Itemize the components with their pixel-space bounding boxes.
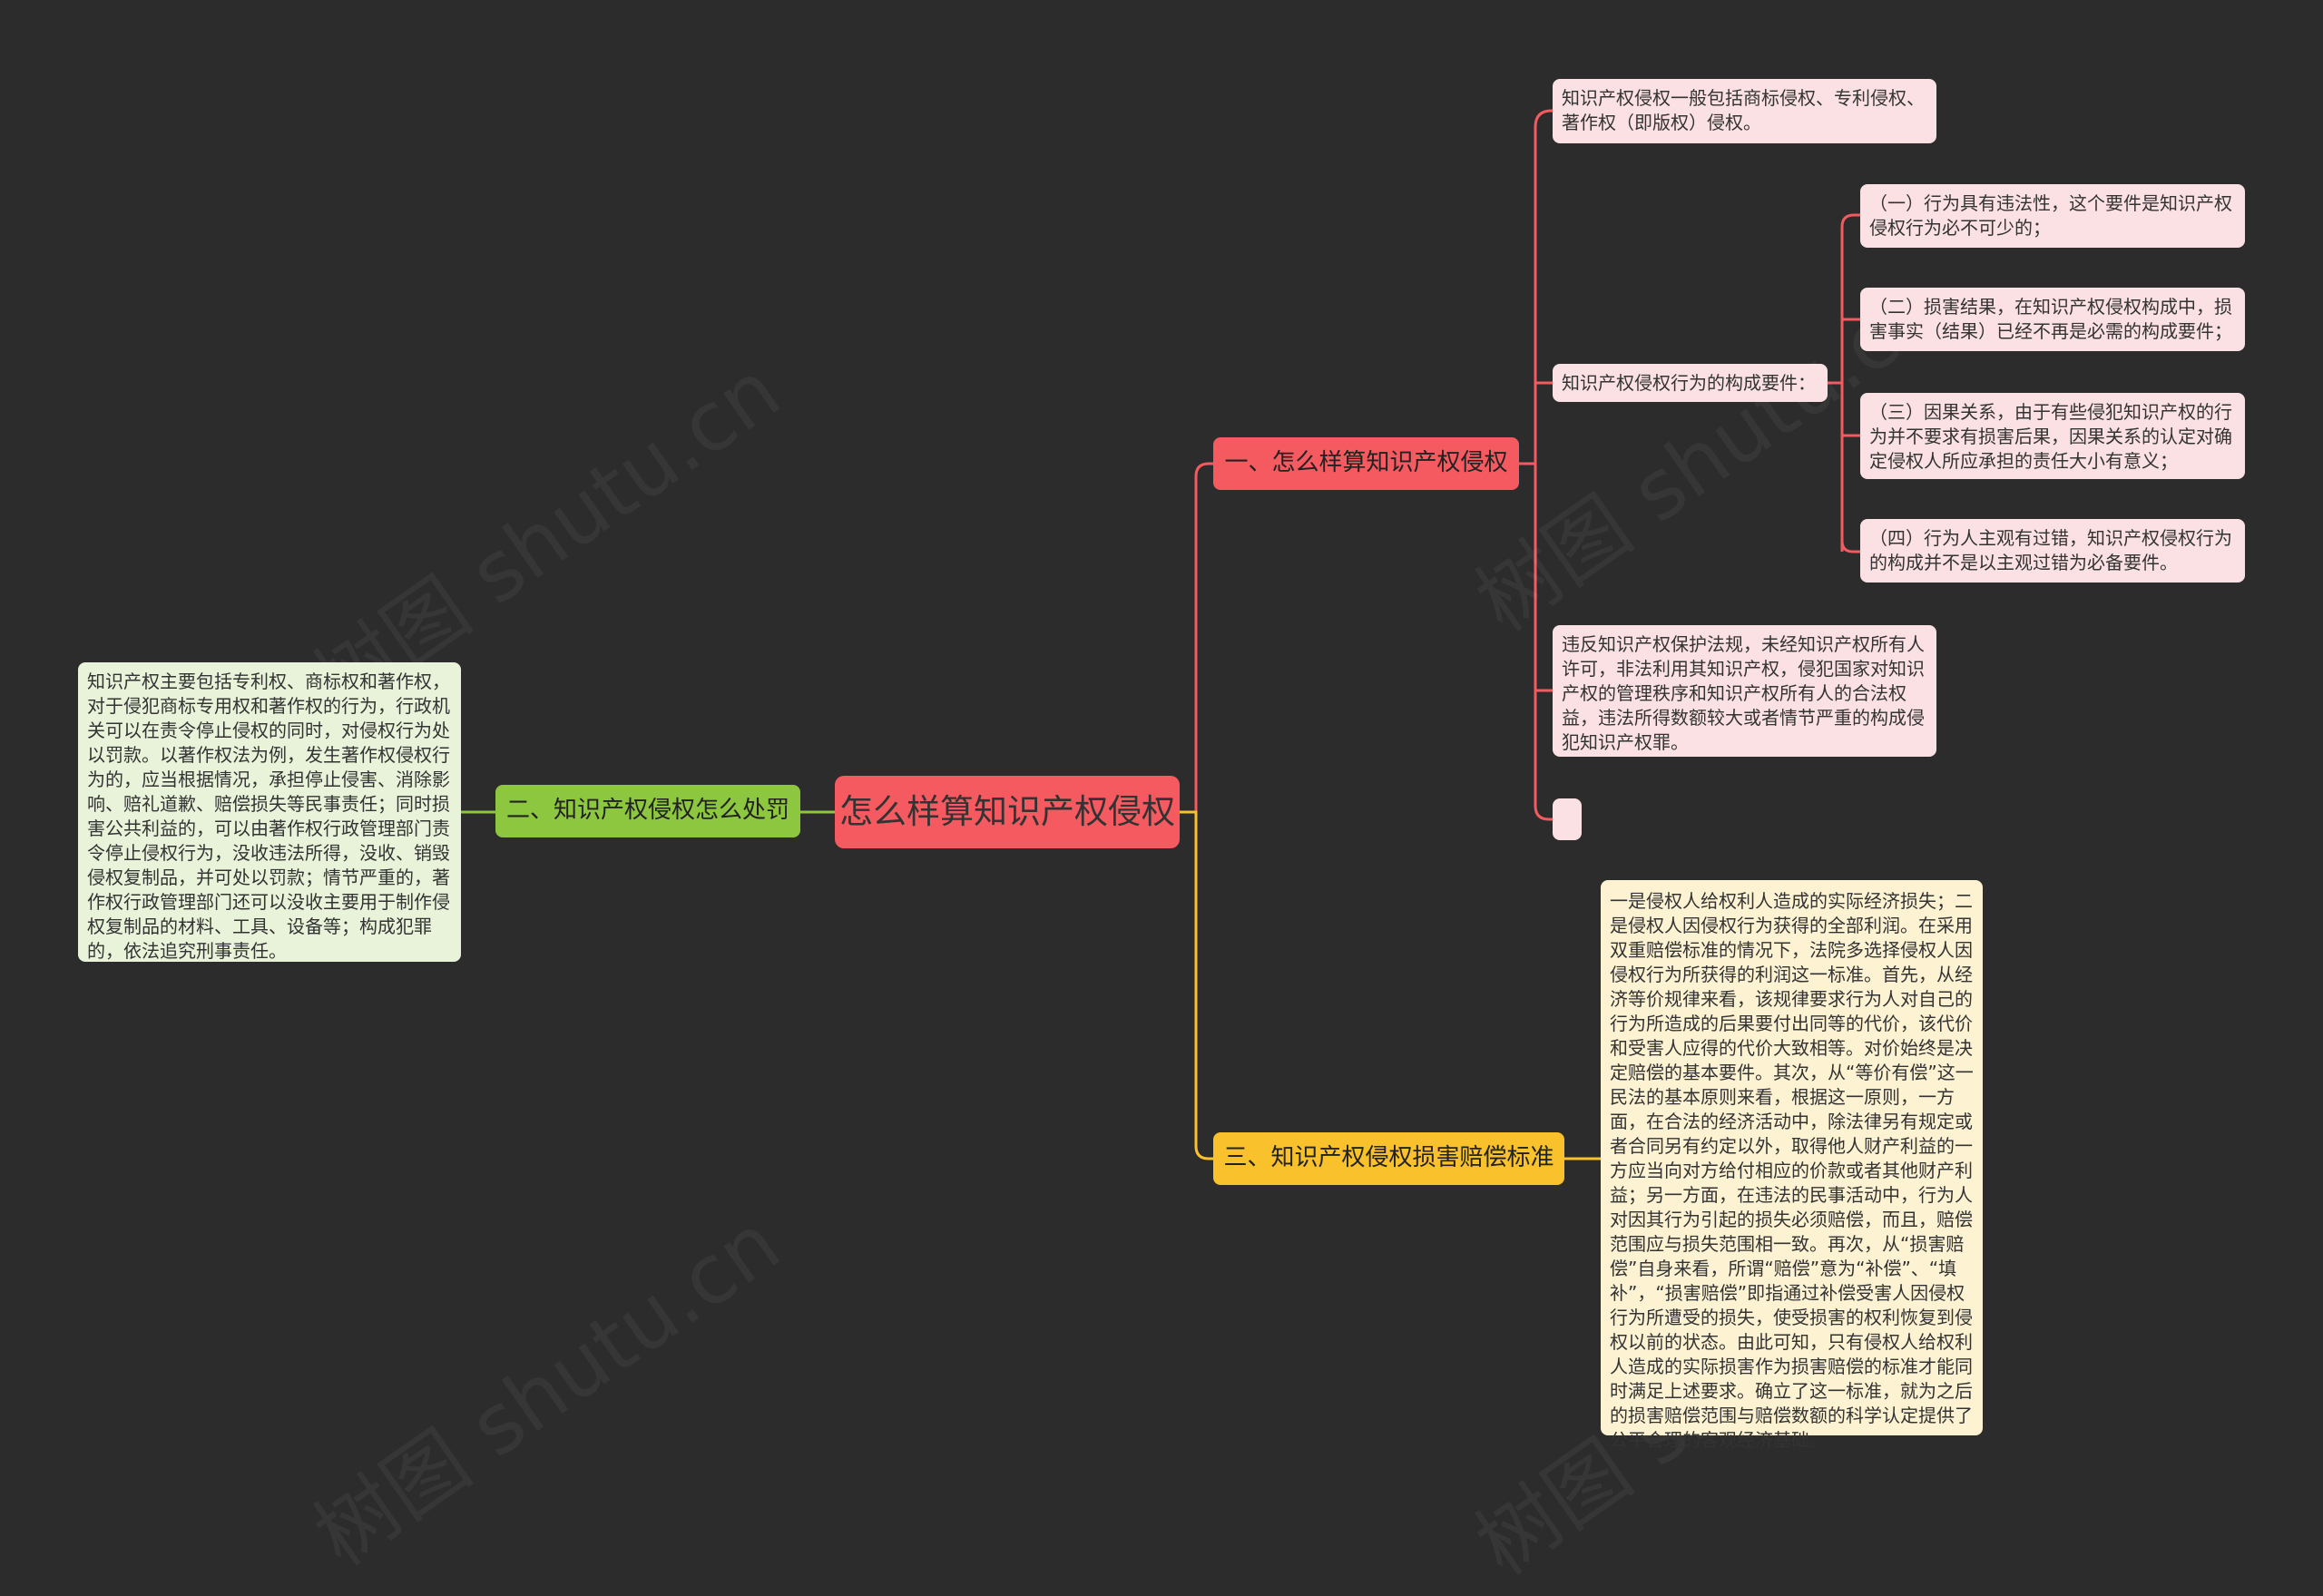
branch-1-child-4-empty[interactable]	[1553, 798, 1582, 840]
branch-1-child-2-item-4[interactable]: （四）行为人主观有过错，知识产权侵权行为的构成并不是以主观过错为必备要件。	[1860, 519, 2245, 583]
branch-1-child-1[interactable]: 知识产权侵权一般包括商标侵权、专利侵权、著作权（即版权）侵权。	[1553, 79, 1936, 143]
branch-1-child-2-item-2[interactable]: （二）损害结果，在知识产权侵权构成中，损害事实（结果）已经不再是必需的构成要件；	[1860, 288, 2245, 351]
branch-1-child-2-item-1[interactable]: （一）行为具有违法性，这个要件是知识产权侵权行为必不可少的；	[1860, 184, 2245, 248]
link-root-b1	[1180, 462, 1213, 814]
link-b1-children	[1519, 109, 1553, 821]
branch-1-topic[interactable]: 一、怎么样算知识产权侵权	[1213, 437, 1519, 490]
branch-1-child-2-item-3[interactable]: （三）因果关系，由于有些侵犯知识产权的行为并不要求有损害后果，因果关系的认定对确…	[1860, 393, 2245, 479]
branch-3-detail[interactable]: 一是侵权人给权利人造成的实际经济损失；二是侵权人因侵权行为获得的全部利润。在采用…	[1601, 880, 1983, 1451]
link-root-b3	[1180, 810, 1213, 1160]
connector-lines	[461, 109, 1860, 1160]
root-topic[interactable]: 怎么样算知识产权侵权	[835, 776, 1180, 848]
branch-2-detail[interactable]: 知识产权主要包括专利权、商标权和著作权，对于侵犯商标专用权和著作权的行为，行政机…	[78, 662, 461, 962]
branch-1-child-2[interactable]: 知识产权侵权行为的构成要件：	[1553, 364, 1828, 402]
branch-2-topic[interactable]: 二、知识产权侵权怎么处罚	[495, 785, 800, 837]
branch-3-topic[interactable]: 三、知识产权侵权损害赔偿标准	[1213, 1132, 1564, 1185]
link-c2-items	[1828, 213, 1860, 553]
branch-1-child-3[interactable]: 违反知识产权保护法规，未经知识产权所有人许可，非法利用其知识产权，侵犯国家对知识…	[1553, 625, 1936, 757]
